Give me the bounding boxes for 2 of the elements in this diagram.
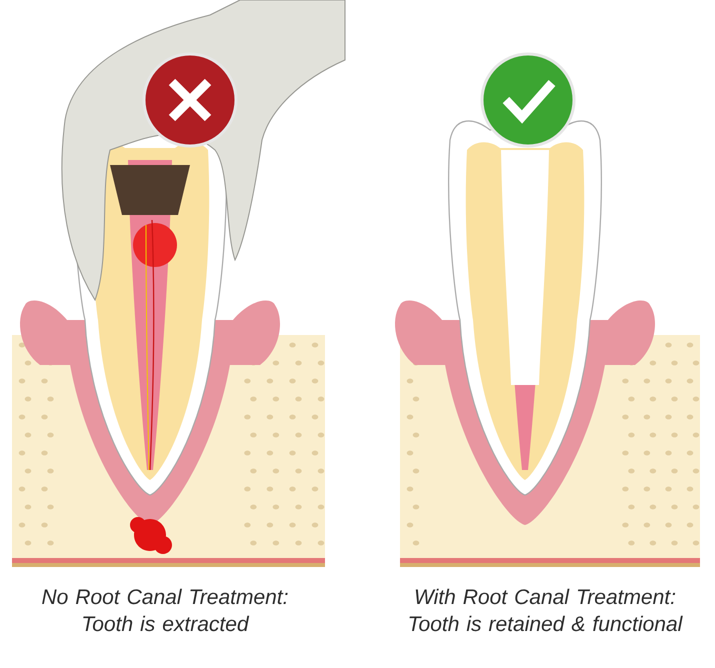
caption: With Root Canal Treatment: Tooth is retained & functional	[410, 588, 683, 632]
caption: No Root Canal Treatment: Tooth is extracted	[42, 588, 288, 632]
